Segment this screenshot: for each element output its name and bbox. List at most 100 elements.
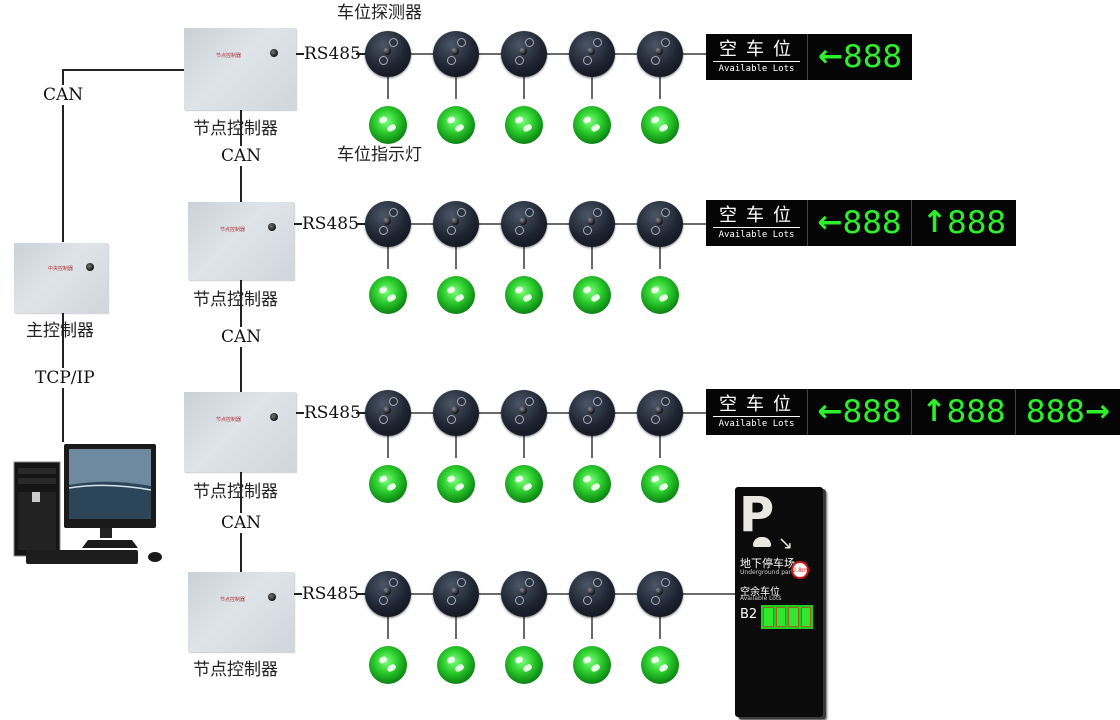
- box-label: 节点控制器: [216, 417, 242, 423]
- parking-indicator-light[interactable]: [641, 276, 679, 314]
- parking-detector[interactable]: [433, 201, 479, 247]
- computer[interactable]: [12, 440, 162, 570]
- node-controller-4[interactable]: 节点控制器: [188, 572, 294, 652]
- rs485-bus: [390, 593, 735, 595]
- box-label: 节点控制器: [216, 53, 242, 59]
- parking-indicator-light[interactable]: [573, 465, 611, 503]
- parking-detector[interactable]: [433, 571, 479, 617]
- parking-detector[interactable]: [501, 31, 547, 77]
- sign-count-value: 888: [842, 205, 902, 241]
- sensor-dot-icon: [587, 217, 595, 225]
- sensor-lens-icon: [661, 578, 670, 587]
- parking-detector[interactable]: [365, 571, 411, 617]
- sensor-lens-icon: [379, 415, 388, 424]
- led-digit: [800, 607, 811, 627]
- parking-indicator-light[interactable]: [369, 465, 407, 503]
- parking-indicator-light[interactable]: [573, 646, 611, 684]
- sensor-lens-icon: [583, 56, 592, 65]
- rs485-stub: [294, 223, 302, 225]
- parking-indicator-light[interactable]: [505, 276, 543, 314]
- sensor-dot-icon: [383, 47, 391, 55]
- light-highlight: [378, 285, 388, 295]
- parking-detector[interactable]: [569, 571, 615, 617]
- parking-indicator-light[interactable]: [641, 646, 679, 684]
- main-controller-box[interactable]: 中央控制器: [14, 243, 108, 313]
- light-highlight: [446, 655, 456, 665]
- node-controller-1[interactable]: 节点控制器: [184, 28, 296, 110]
- parking-indicator-light[interactable]: [505, 106, 543, 144]
- sensor-lens-icon: [661, 397, 670, 406]
- parking-detector[interactable]: [365, 390, 411, 436]
- sensor-dot-icon: [587, 406, 595, 414]
- light-highlight: [650, 285, 660, 295]
- pole-lots-cn: 空余车位: [740, 587, 780, 598]
- node-controller-label-3: 节点控制器: [193, 482, 278, 502]
- led-digit: [788, 607, 799, 627]
- sensor-lens-icon: [525, 208, 534, 217]
- parking-detector[interactable]: [569, 390, 615, 436]
- node-controller-3[interactable]: 节点控制器: [184, 392, 296, 472]
- light-highlight: [378, 655, 388, 665]
- light-highlight: [658, 482, 669, 492]
- parking-indicator-light[interactable]: [505, 646, 543, 684]
- sensor-lens-icon: [593, 578, 602, 587]
- box-label: 中央控制器: [48, 266, 74, 272]
- parking-indicator-light[interactable]: [369, 646, 407, 684]
- pole-sign[interactable]: P ↘ 地下停车场 Underground parking 2.8m 空余车位 …: [735, 487, 823, 717]
- arrow-right-icon: →: [1085, 394, 1111, 429]
- parking-indicator-light[interactable]: [437, 465, 475, 503]
- sensor-lens-icon: [389, 208, 398, 217]
- box-label: 节点控制器: [220, 597, 246, 603]
- parking-detector[interactable]: [569, 201, 615, 247]
- parking-detector[interactable]: [501, 571, 547, 617]
- parking-indicator-light[interactable]: [369, 276, 407, 314]
- lock-icon: [270, 49, 278, 57]
- parking-detector[interactable]: [637, 571, 683, 617]
- sensor-dot-icon: [451, 47, 459, 55]
- light-highlight: [386, 482, 397, 492]
- sign-count-panel: 888→: [1016, 389, 1120, 435]
- sensor-dot-icon: [451, 406, 459, 414]
- parking-indicator-light[interactable]: [641, 465, 679, 503]
- sensor-lens-icon: [515, 226, 524, 235]
- parking-indicator-light[interactable]: [505, 465, 543, 503]
- light-highlight: [514, 655, 524, 665]
- parking-detector[interactable]: [637, 31, 683, 77]
- parking-detector[interactable]: [365, 201, 411, 247]
- parking-detector[interactable]: [569, 31, 615, 77]
- parking-detector[interactable]: [433, 31, 479, 77]
- rs485-stub-2: [356, 593, 366, 595]
- sensor-dot-icon: [655, 406, 663, 414]
- sign-title-en: Available Lots: [718, 63, 795, 74]
- sensor-lens-icon: [379, 56, 388, 65]
- parking-indicator-light[interactable]: [437, 276, 475, 314]
- parking-indicator-light[interactable]: [573, 276, 611, 314]
- sign-count-value: 888: [842, 394, 902, 430]
- parking-detector[interactable]: [501, 390, 547, 436]
- parking-detector[interactable]: [637, 390, 683, 436]
- light-highlight: [522, 293, 533, 303]
- parking-indicator-light[interactable]: [437, 106, 475, 144]
- sensor-lens-icon: [583, 226, 592, 235]
- node-controller-label-1: 节点控制器: [193, 119, 278, 139]
- parking-indicator-light[interactable]: [437, 646, 475, 684]
- sign-count-panel: ←888: [808, 200, 912, 246]
- parking-indicator-light[interactable]: [573, 106, 611, 144]
- parking-indicator-light[interactable]: [369, 106, 407, 144]
- parking-detector[interactable]: [637, 201, 683, 247]
- node-controller-2[interactable]: 节点控制器: [188, 202, 294, 280]
- parking-detector[interactable]: [433, 390, 479, 436]
- sensor-lens-icon: [515, 596, 524, 605]
- parking-indicator-light[interactable]: [641, 106, 679, 144]
- sensor-dot-icon: [519, 217, 527, 225]
- parking-detector[interactable]: [501, 201, 547, 247]
- tcpip-label: TCP/IP: [34, 368, 96, 388]
- sensor-dot-icon: [587, 587, 595, 595]
- parking-detector[interactable]: [365, 31, 411, 77]
